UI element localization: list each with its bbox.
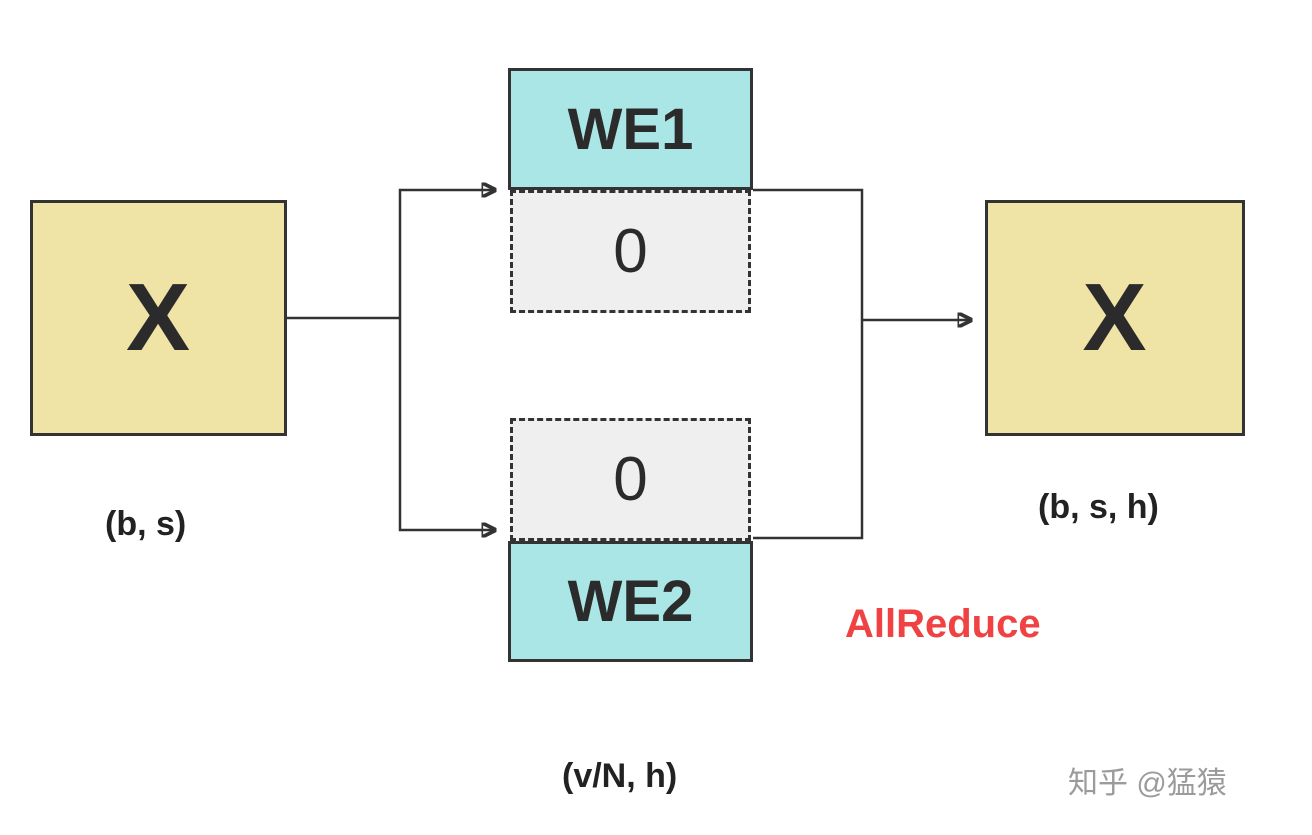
input-tensor-box: X bbox=[30, 200, 287, 436]
zero-top-label: 0 bbox=[613, 217, 648, 286]
wire-from-we1 bbox=[753, 188, 864, 320]
wire-from-we2 bbox=[753, 320, 864, 540]
input-shape-label: (b, s) bbox=[105, 505, 187, 543]
wire-to-we1 bbox=[398, 190, 494, 318]
we1-label: WE1 bbox=[567, 96, 694, 162]
zero-pad-top-box: 0 bbox=[510, 190, 751, 313]
we2-label: WE2 bbox=[567, 569, 694, 634]
we1-weight-box: WE1 bbox=[508, 68, 753, 190]
wire-to-we2 bbox=[398, 318, 494, 530]
zhihu-watermark: 知乎 @猛猿 bbox=[1068, 767, 1227, 800]
output-tensor-label: X bbox=[1082, 264, 1148, 371]
output-shape-label: (b, s, h) bbox=[1038, 488, 1159, 526]
input-tensor-label: X bbox=[125, 264, 192, 371]
zero-pad-bottom-box: 0 bbox=[510, 418, 751, 541]
allreduce-label: AllReduce bbox=[845, 602, 1041, 646]
output-tensor-box: X bbox=[985, 200, 1245, 436]
we2-weight-box: WE2 bbox=[508, 541, 753, 662]
weight-shape-label: (v/N, h) bbox=[562, 757, 678, 795]
zero-bottom-label: 0 bbox=[613, 445, 648, 514]
